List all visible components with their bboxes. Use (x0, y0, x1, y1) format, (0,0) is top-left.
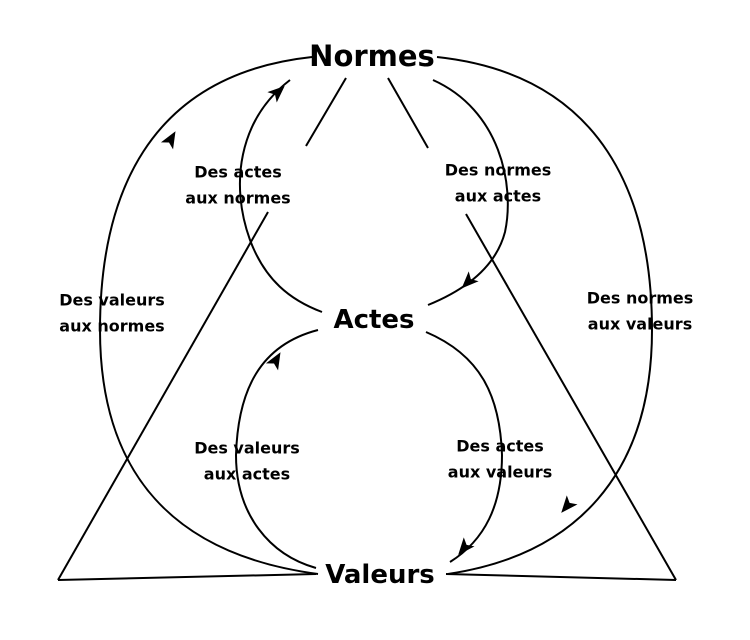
arrow-valeurs-to-normes (160, 131, 176, 150)
outer-arc-right (436, 56, 654, 575)
upper-arc-left (239, 79, 323, 313)
triangle-base-left (57, 573, 317, 581)
label-normes-to-actes-line2: aux actes (455, 187, 541, 206)
label-actes-to-valeurs-line2: aux valeurs (448, 463, 552, 482)
label-actes-to-normes-line2: aux normes (185, 189, 290, 208)
arrow-actes-to-normes (267, 85, 285, 103)
label-normes-to-actes-line1: Des normes (445, 161, 552, 180)
lower-arc-left (234, 329, 319, 569)
label-actes-to-normes-line1: Des actes (194, 163, 282, 182)
arrow-normes-to-valeurs (561, 495, 578, 513)
lower-arc-right (425, 331, 504, 563)
node-valeurs: Valeurs (325, 560, 435, 590)
label-valeurs-to-normes-line2: aux normes (59, 317, 164, 336)
arrow-valeurs-to-actes (265, 352, 281, 371)
label-valeurs-to-actes-line2: aux actes (204, 465, 290, 484)
label-valeurs-to-actes-line1: Des valeurs (194, 439, 300, 458)
outer-arc-left (98, 56, 319, 575)
triangle-right-side (387, 77, 429, 149)
label-valeurs-to-normes-line1: Des valeurs (59, 291, 165, 310)
arrow-actes-to-valeurs (458, 537, 475, 555)
label-normes-to-valeurs-line2: aux valeurs (588, 315, 692, 334)
label-actes-to-valeurs-line1: Des actes (456, 437, 544, 456)
node-actes: Actes (333, 305, 414, 335)
triangle-base-right (445, 573, 677, 581)
label-normes-to-valeurs-line1: Des normes (587, 289, 694, 308)
triangle-left-side (305, 77, 347, 147)
triangle-left-side-lower (57, 211, 269, 581)
node-normes: Normes (309, 39, 435, 73)
triangle-right-side-lower (465, 213, 677, 581)
arrow-normes-to-actes (461, 271, 479, 289)
